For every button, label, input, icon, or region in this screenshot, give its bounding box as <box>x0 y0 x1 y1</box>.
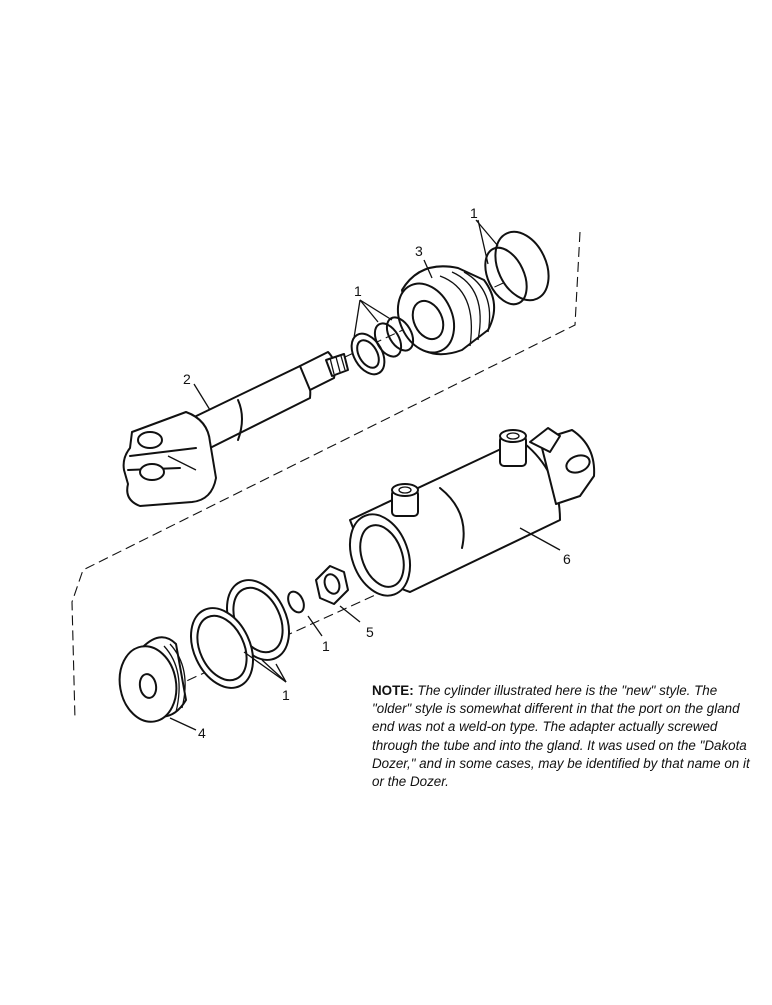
note-body: The cylinder illustrated here is the "ne… <box>372 683 750 790</box>
callout-5: 5 <box>366 624 374 640</box>
leader-lines <box>169 219 561 731</box>
top-seal-set <box>350 230 550 376</box>
callout-1-middle: 1 <box>354 283 362 299</box>
bottom-seal-set <box>190 579 305 689</box>
piston-rod-part <box>122 351 349 507</box>
callout-2: 2 <box>183 371 191 387</box>
callout-1-bottom: 1 <box>282 687 290 703</box>
callout-1-oring: 1 <box>322 638 330 654</box>
note-label: NOTE: <box>372 683 414 698</box>
callout-6: 6 <box>563 551 571 567</box>
callout-1-top: 1 <box>470 205 478 221</box>
callout-3: 3 <box>415 243 423 259</box>
note-text-block: NOTE: The cylinder illustrated here is t… <box>372 682 752 791</box>
gland-part-top <box>396 265 495 356</box>
callout-4: 4 <box>198 725 206 741</box>
cylinder-barrel-part <box>349 427 596 597</box>
piston-part <box>118 636 187 723</box>
callout-labels: 1 3 1 2 6 1 5 1 4 <box>183 205 571 741</box>
lock-nut-part <box>315 565 349 605</box>
